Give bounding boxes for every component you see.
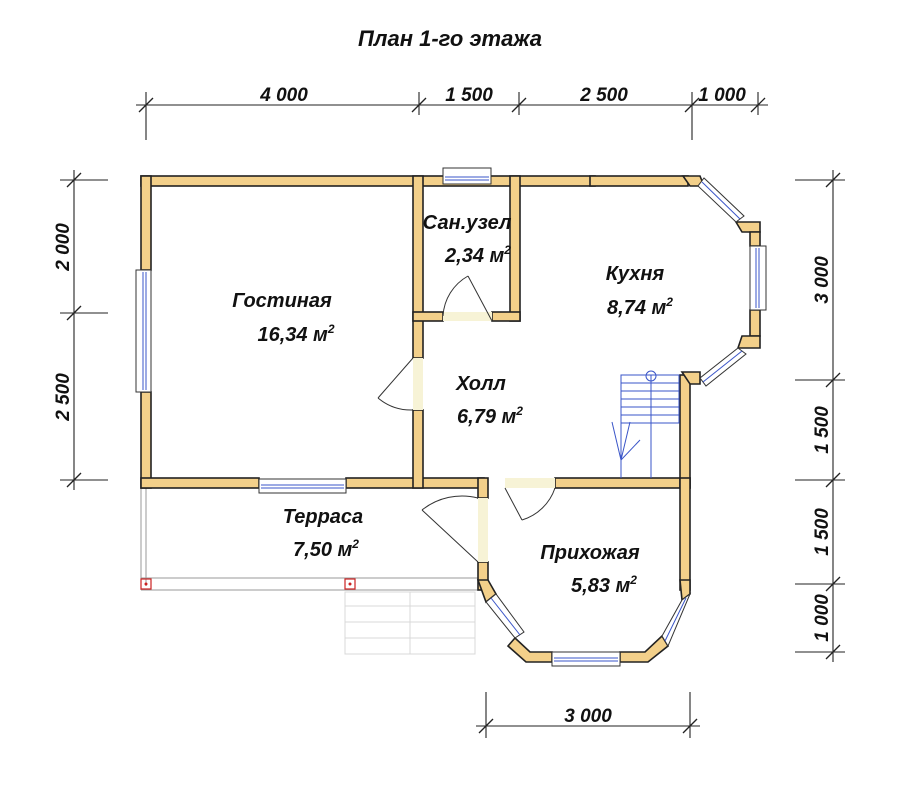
dim-top-3: 2 500 [579,85,628,106]
room-name: Холл [455,373,506,395]
dimension-left: 2 000 2 500 [53,170,108,490]
room-area: 5,83 м2 [571,573,637,597]
dim-right-2: 1 500 [812,406,833,454]
post-icon [140,578,152,590]
door-icon [504,487,556,521]
dim-right-4: 1 000 [812,594,833,642]
door-icon [442,275,493,322]
window-icon [749,245,767,311]
room-name: Гостиная [232,290,332,312]
dim-top-4: 1 000 [698,85,746,106]
room-name: Терраса [283,506,363,528]
dim-top-1: 4 000 [259,85,308,106]
room-area: 6,79 м2 [457,404,523,428]
room-area: 16,34 м2 [257,322,334,346]
dim-bottom-1: 3 000 [564,706,612,727]
room-bathroom: Сан.узел 2,34 м2 [423,212,512,267]
room-name: Сан.узел [423,212,512,234]
door-icon [421,495,479,563]
dimension-bottom: 3 000 [476,692,700,738]
room-living: Гостиная 16,34 м2 [232,290,335,346]
room-area: 7,50 м2 [293,537,359,561]
room-hall: Холл 6,79 м2 [455,373,523,428]
window-icon [442,167,492,185]
room-terrace: Терраса 7,50 м2 [283,506,363,561]
doors [377,275,556,563]
room-area: 8,74 м2 [607,295,673,319]
dim-left-1: 2 000 [53,223,74,272]
windows [135,167,767,667]
dim-left-2: 2 500 [53,373,74,422]
room-name: Кухня [606,263,665,285]
entry-steps [344,591,476,655]
terrace-deck [140,488,478,591]
room-kitchen: Кухня 8,74 м2 [606,263,673,319]
dim-top-2: 1 500 [445,85,493,106]
staircase [611,370,680,478]
dimension-top: 4 000 1 500 2 500 1 000 [136,85,768,140]
door-icon [377,357,414,411]
dim-right-1: 3 000 [812,256,833,304]
window-icon [258,478,347,494]
post-icon [344,578,356,590]
dimension-right: 3 000 1 500 1 500 1 000 [795,170,845,662]
room-entry: Прихожая 5,83 м2 [540,542,639,597]
room-name: Прихожая [540,542,639,564]
window-icon [551,651,621,667]
plan-title: План 1-го этажа [358,26,542,51]
room-area: 2,34 м2 [444,243,511,267]
dim-right-3: 1 500 [812,508,833,556]
